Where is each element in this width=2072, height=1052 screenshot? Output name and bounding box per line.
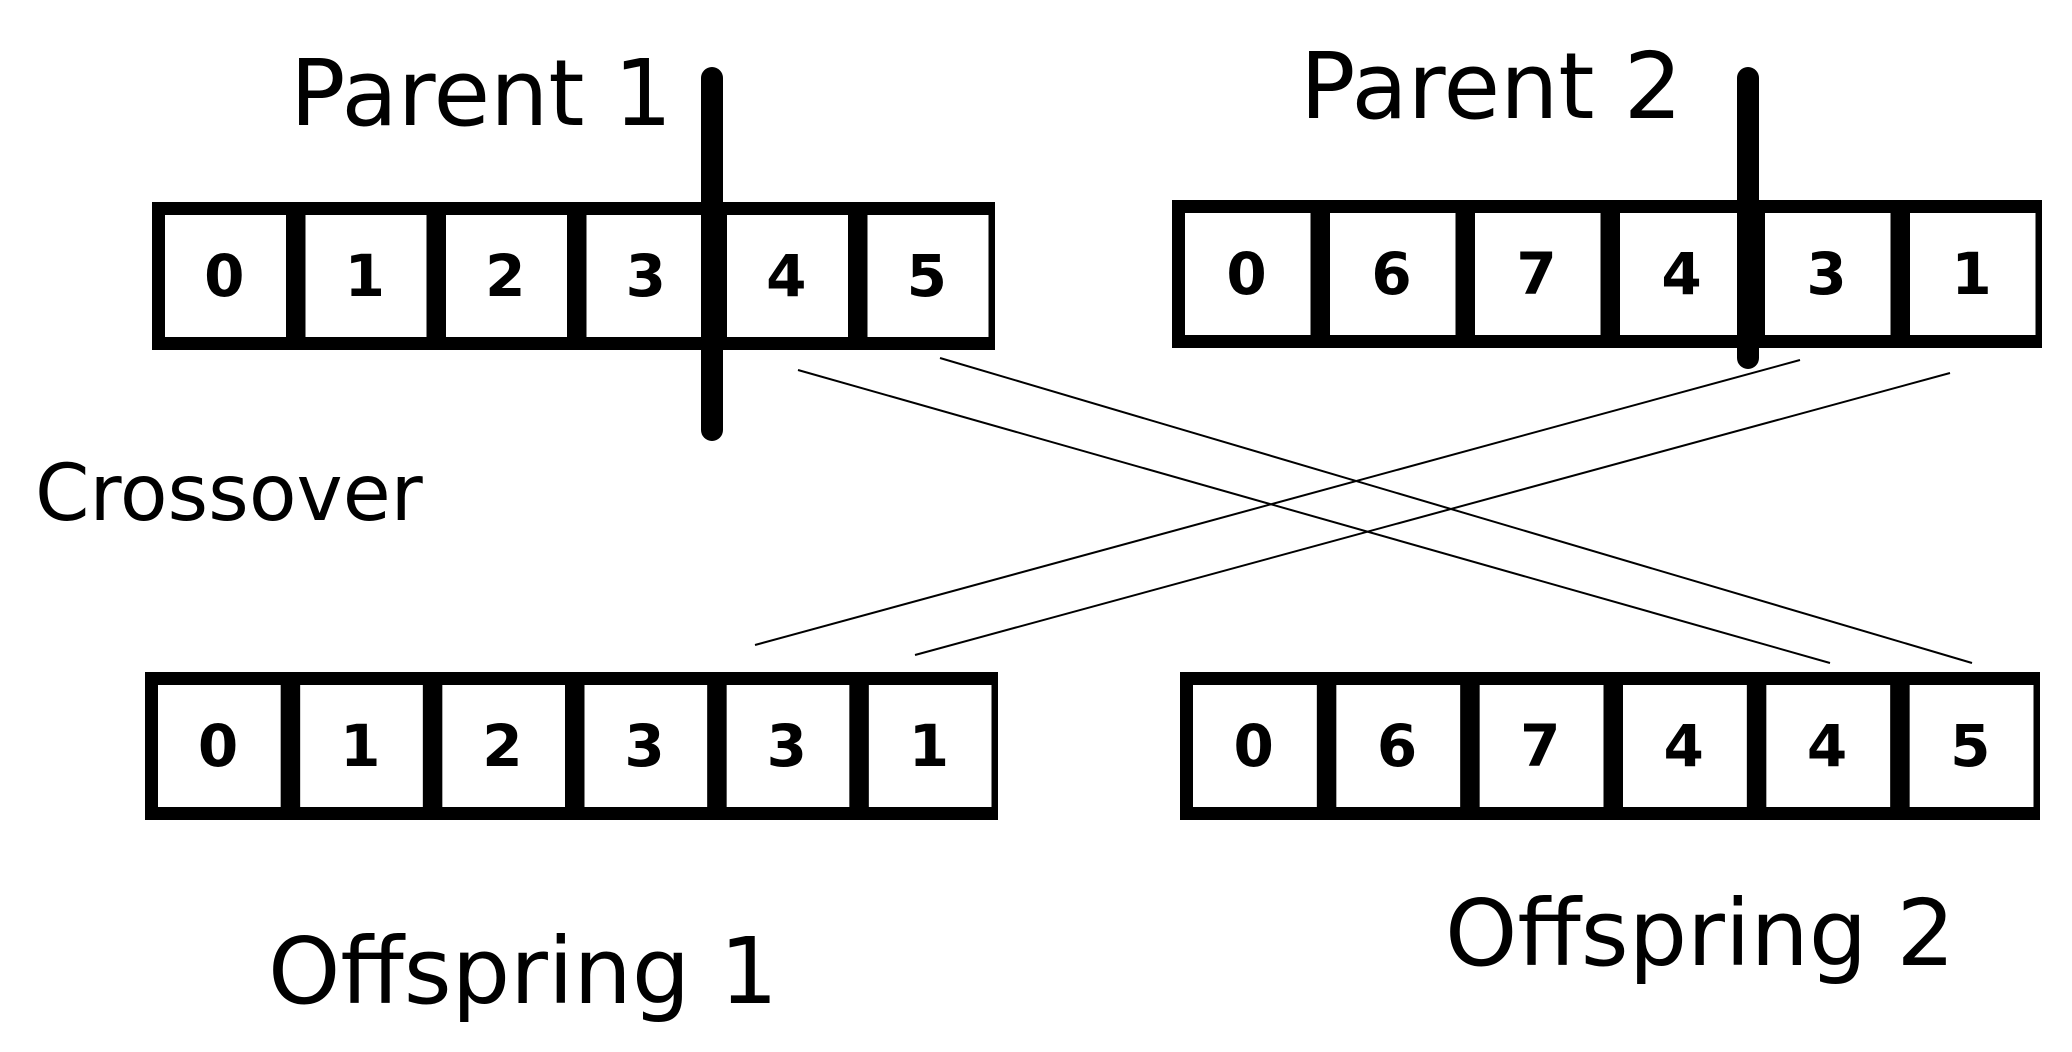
offspring2-gene-cell: [1479, 685, 1604, 807]
parent1-gene-cell: [586, 215, 708, 337]
parent2-gene-cell: [1330, 213, 1456, 335]
parent2-chromosome: 0 6 7 4 3 1: [1172, 200, 2042, 348]
offspring2-gene-value: 0: [1233, 712, 1273, 780]
crossover-lines: [754, 357, 1973, 664]
offspring2-gene-cell: [1909, 685, 2034, 807]
offspring2-gene-value: 4: [1663, 712, 1703, 780]
parent1-gene-value: 5: [907, 242, 947, 310]
parent2-gene-value: 4: [1661, 240, 1701, 308]
offspring2-gene-value: 6: [1377, 712, 1417, 780]
offspring2-gene-cell: [1766, 685, 1891, 807]
parent2-gene-value: 0: [1226, 240, 1266, 308]
offspring1-gene-value: 1: [909, 712, 949, 780]
offspring1-gene-value: 2: [482, 712, 522, 780]
offspring1-gene-cell: [868, 685, 992, 807]
offspring2-chromosome: 0 6 7 4 4 5: [1180, 672, 2040, 820]
offspring1-gene-value: 3: [767, 712, 807, 780]
parent2-gene-cell: [1185, 213, 1311, 335]
offspring2-gene-cell: [1623, 685, 1747, 807]
parent1-gene-cell: [446, 215, 567, 337]
offspring1-chromosome: 0 1 2 3 3 1: [145, 672, 998, 820]
offspring2-frame: [1180, 672, 2040, 820]
line-p1-gene5-to-o2: [939, 357, 1973, 664]
parent1-gene-value: 4: [766, 242, 806, 310]
parent2-gene-value: 3: [1806, 240, 1846, 308]
offspring1-frame: [145, 672, 998, 820]
parent1-gene-value: 1: [345, 242, 385, 310]
offspring1-gene-cell: [442, 685, 565, 807]
parent2-label: Parent 2: [1300, 33, 1682, 140]
parent1-chromosome: 0 1 2 3 4 5: [152, 202, 995, 350]
offspring2-gene-value: 4: [1807, 712, 1847, 780]
parent2-gene-cell: [1765, 213, 1891, 335]
offspring1-label: Offspring 1: [268, 918, 778, 1025]
line-p2-gene4-to-o1: [754, 359, 1801, 646]
offspring1-gene-cell: [726, 685, 850, 807]
parent2-gene-value: 6: [1371, 240, 1411, 308]
parent1-gene-value: 2: [485, 242, 525, 310]
offspring1-gene-cell: [300, 685, 423, 807]
offspring1-gene-value: 1: [340, 712, 380, 780]
crossover-label: Crossover: [35, 449, 424, 539]
parent2-gene-cell: [1475, 213, 1601, 335]
parent2-gene-cell: [1910, 213, 2036, 335]
parent1-label: Parent 1: [290, 40, 672, 147]
parent1-gene-cell: [165, 215, 286, 337]
parent2-frame: [1172, 200, 2042, 348]
parent2-gene-cell: [1620, 213, 1746, 335]
offspring1-gene-value: 0: [198, 712, 238, 780]
parent1-gene-cell: [867, 215, 989, 337]
parent1-gene-cell: [305, 215, 427, 337]
offspring1-gene-cell: [584, 685, 708, 807]
parent2-gene-value: 7: [1516, 240, 1556, 308]
line-p2-gene5-to-o1: [914, 372, 1951, 656]
offspring2-gene-cell: [1336, 685, 1461, 807]
offspring1-gene-value: 3: [624, 712, 664, 780]
offspring1-gene-cell: [158, 685, 281, 807]
offspring2-gene-value: 5: [1950, 712, 1990, 780]
parent1-frame: [152, 202, 995, 350]
parent1-gene-value: 0: [204, 242, 244, 310]
offspring2-gene-cell: [1193, 685, 1317, 807]
offspring2-gene-value: 7: [1520, 712, 1560, 780]
line-p1-gene4-to-o2: [797, 369, 1831, 664]
parent2-gene-value: 1: [1951, 240, 1991, 308]
offspring2-label: Offspring 2: [1445, 880, 1955, 987]
parent1-gene-value: 3: [626, 242, 666, 310]
parent1-gene-cell: [727, 215, 848, 337]
